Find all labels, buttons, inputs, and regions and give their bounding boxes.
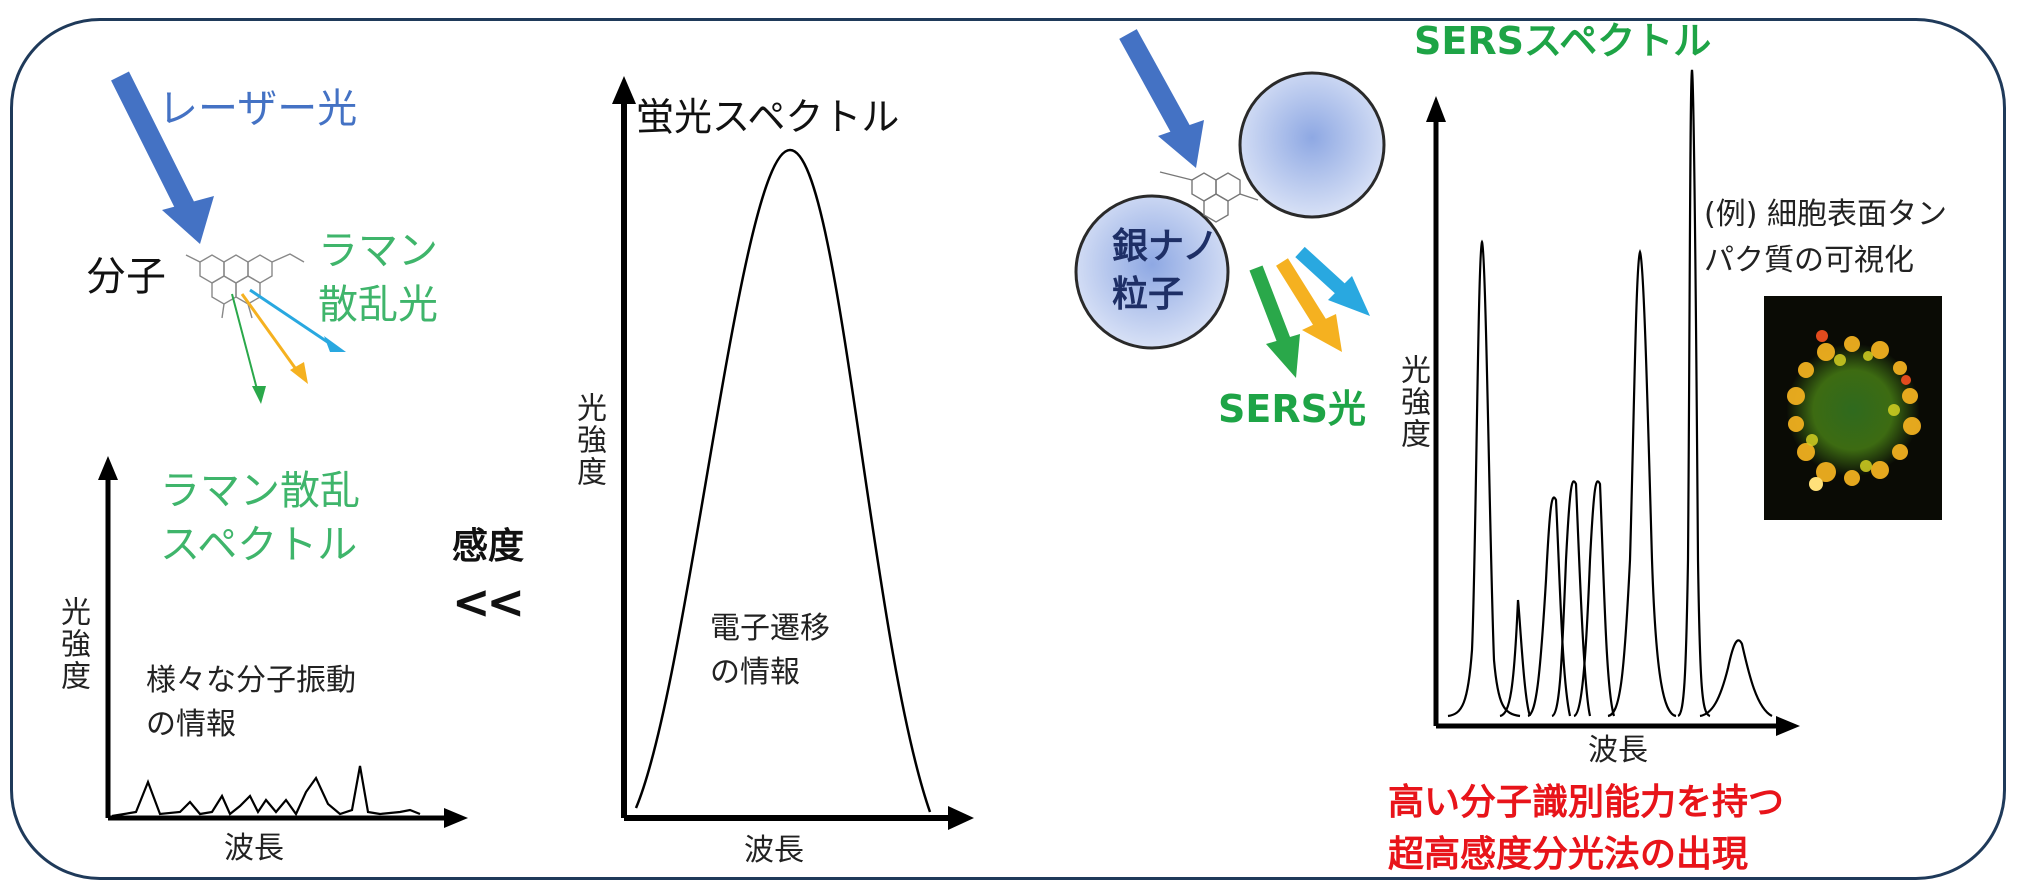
silver-nanoparticle-upper	[1238, 71, 1386, 219]
raman-note-1: 様々な分子振動	[146, 663, 356, 698]
molecule-structure-icon	[185, 253, 305, 319]
raman-x-axis-label: 波長	[224, 831, 284, 866]
sers-x-axis-label: 波長	[1588, 733, 1648, 768]
sensitivity-symbol: <<	[452, 575, 525, 629]
raman-scatter-arrows	[231, 288, 346, 404]
fluorescence-x-axis-label: 波長	[744, 833, 804, 868]
raman-spectrum-trace	[111, 765, 421, 818]
laser-arrow	[111, 71, 214, 244]
fluorescence-spectrum-trace	[634, 148, 932, 813]
conclusion-line-1: 高い分子識別能力を持つ	[1388, 782, 1785, 823]
laser-label: レーザー光	[158, 86, 358, 132]
sers-spectrum-axes	[1426, 69, 1800, 736]
rounded-frame	[10, 18, 2006, 880]
raman-spectrum-title-1: ラマン散乱	[160, 468, 360, 514]
raman-spectrum-axes	[98, 456, 468, 828]
fluorescence-spectrum-axes	[612, 76, 974, 830]
fluorescence-note-2: の情報	[710, 655, 800, 690]
sers-light-arrows	[1249, 246, 1370, 378]
raman-note-2: の情報	[146, 707, 236, 742]
raman-light-label-1: ラマン	[318, 228, 438, 274]
sers-molecule-icon	[1159, 171, 1259, 223]
example-note-2: パク質の可視化	[1704, 243, 1914, 278]
sers-light-label: SERS光	[1218, 387, 1366, 431]
cell-surface-protein-image	[1764, 296, 1942, 520]
fluorescence-y-axis-label: 光強度	[571, 392, 606, 488]
fluorescence-note-1: 電子遷移	[710, 611, 830, 646]
fluorescence-title: 蛍光スペクトル	[636, 95, 900, 139]
sensitivity-label: 感度	[452, 526, 525, 567]
raman-y-axis-label: 光強度	[55, 596, 90, 692]
sers-spectrum-traces	[1447, 69, 1773, 718]
nanoparticle-label-1: 銀ナノ	[1112, 226, 1219, 267]
conclusion-line-2: 超高感度分光法の出現	[1388, 834, 1749, 875]
raman-spectrum-title-2: スペクトル	[160, 522, 358, 568]
silver-nanoparticle-lower	[1074, 194, 1230, 350]
laser-arrow-right	[1119, 29, 1204, 168]
molecule-label: 分子	[86, 254, 166, 300]
example-note-1: (例) 細胞表面タン	[1704, 197, 1947, 232]
sers-y-axis-label: 光強度	[1395, 354, 1430, 450]
nanoparticle-label-2: 粒子	[1112, 274, 1185, 315]
raman-light-label-2: 散乱光	[318, 282, 438, 328]
sers-spectrum-title: SERSスペクトル	[1414, 19, 1712, 63]
